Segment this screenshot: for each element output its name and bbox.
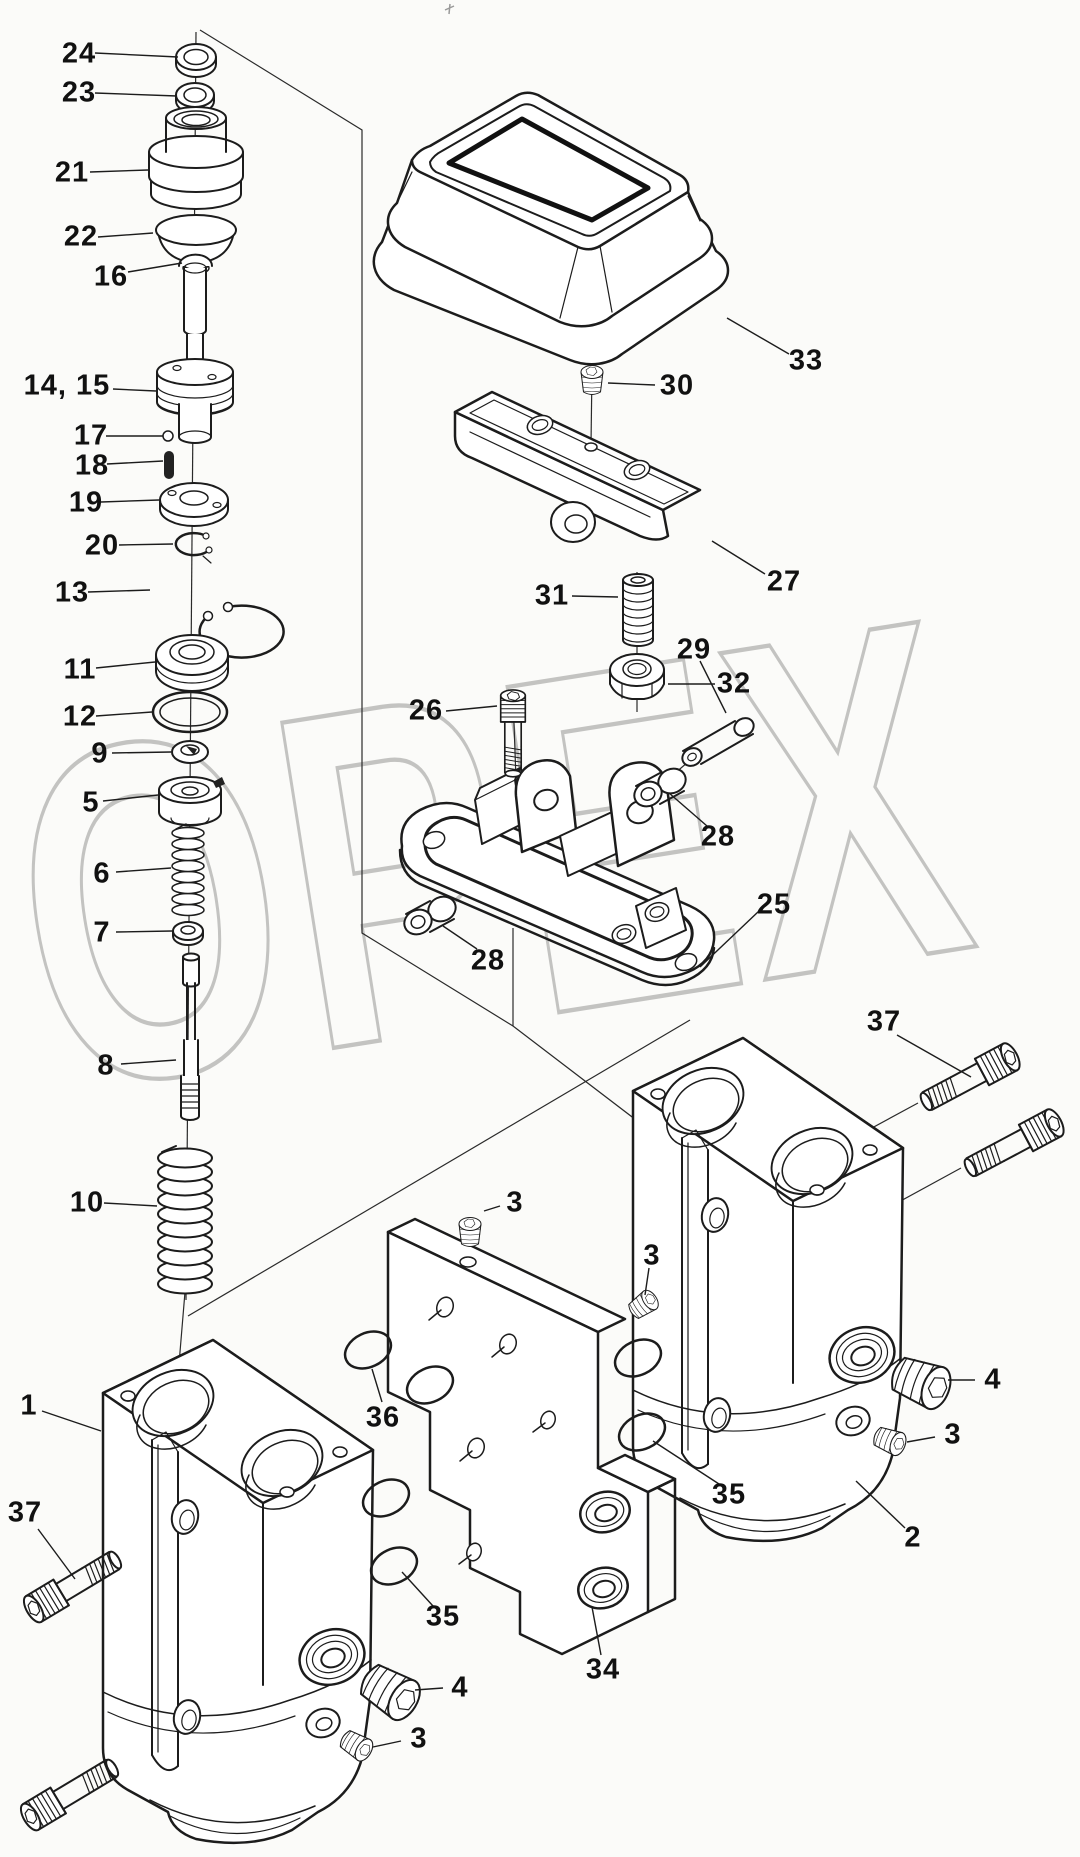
callout-3-42: 3 xyxy=(410,1722,428,1755)
callout-28-30: 28 xyxy=(470,944,506,977)
callout-28-28: 28 xyxy=(700,820,736,853)
valve-body-1 xyxy=(101,1338,375,1845)
stud-31 xyxy=(622,573,654,647)
callout-7-16: 7 xyxy=(93,916,111,949)
callout-34-40: 34 xyxy=(585,1653,621,1686)
callout-3-36: 3 xyxy=(944,1418,962,1451)
callout-5-14: 5 xyxy=(82,786,100,819)
nut-32 xyxy=(609,653,665,700)
callout-33-21: 33 xyxy=(788,344,824,377)
callout-37-31: 37 xyxy=(866,1005,902,1038)
bushing-28-right xyxy=(633,767,687,808)
callout-17-6: 17 xyxy=(73,419,109,452)
callout-6-15: 6 xyxy=(93,857,111,890)
callout-32-25: 32 xyxy=(716,667,752,700)
callout-13-10: 13 xyxy=(54,576,90,609)
callout-4-41: 4 xyxy=(451,1671,469,1704)
callout-27-24: 27 xyxy=(766,565,802,598)
fasteners xyxy=(403,365,755,936)
callout-37-20: 37 xyxy=(7,1496,43,1529)
callout-2-38: 2 xyxy=(904,1521,922,1554)
callout-11-11: 11 xyxy=(63,653,97,686)
spool-stack xyxy=(148,43,285,1295)
callout-9-13: 9 xyxy=(91,737,109,770)
callout-18-7: 18 xyxy=(74,449,110,482)
callout-3-32: 3 xyxy=(506,1186,524,1219)
callout-16-4: 16 xyxy=(93,260,129,293)
leader-lines xyxy=(37,52,975,1748)
callout-35-39: 35 xyxy=(425,1600,461,1633)
scan-mark xyxy=(444,3,455,15)
callout-3-33: 3 xyxy=(643,1239,661,1272)
handle-bar-27 xyxy=(453,390,702,543)
callout-8-17: 8 xyxy=(97,1049,115,1082)
callout-35-37: 35 xyxy=(711,1478,747,1511)
callout-36-34: 36 xyxy=(365,1401,401,1434)
callout-25-29: 25 xyxy=(756,888,792,921)
callout-4-35: 4 xyxy=(984,1363,1002,1396)
plate-34 xyxy=(386,1217,677,1656)
callout-10-18: 10 xyxy=(69,1186,105,1219)
boot-33 xyxy=(372,91,730,366)
callout-23-1: 23 xyxy=(61,76,97,109)
callout-19-8: 19 xyxy=(68,486,104,519)
callout-21-2: 21 xyxy=(54,156,90,189)
callout-1-19: 1 xyxy=(20,1389,38,1422)
pin-29 xyxy=(681,717,755,767)
callout-12-12: 12 xyxy=(62,700,98,733)
callout-29-27: 29 xyxy=(676,633,712,666)
callout-20-9: 20 xyxy=(84,529,120,562)
callout-22-3: 22 xyxy=(63,220,99,253)
callout-31-23: 31 xyxy=(534,579,570,612)
callout-24-0: 24 xyxy=(61,37,97,70)
callout-14-15-5: 14, 15 xyxy=(23,369,111,402)
callout-30-22: 30 xyxy=(659,369,695,402)
callout-26-26: 26 xyxy=(408,694,444,727)
bushing-28-left xyxy=(403,895,457,936)
